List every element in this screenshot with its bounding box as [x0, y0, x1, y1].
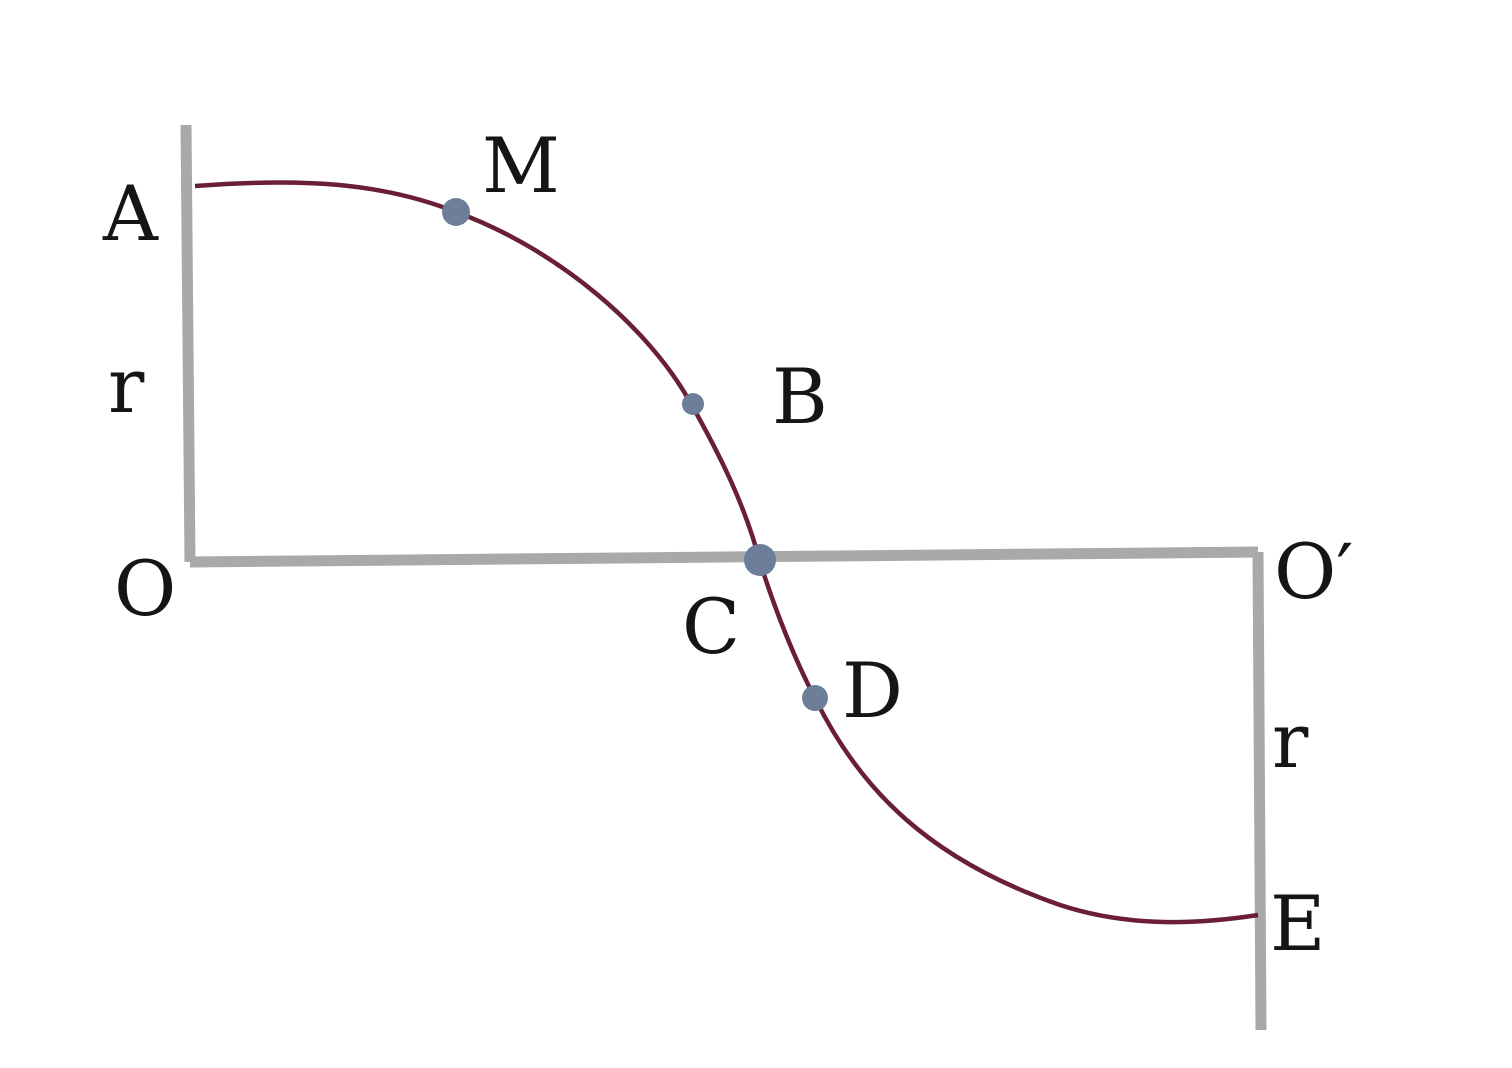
- label-o: O: [114, 544, 176, 633]
- point-c-dot: [744, 544, 776, 576]
- label-b: B: [772, 352, 828, 441]
- label-e: E: [1270, 879, 1325, 968]
- lower-arc-c-to-e: [757, 561, 1259, 925]
- horizontal-axis-o-to-o-prime: [189, 546, 1259, 568]
- right-vertical-axis: [1252, 551, 1267, 1031]
- point-b-dot: [682, 393, 704, 415]
- label-c: C: [682, 582, 740, 671]
- label-o-prime: O′: [1274, 527, 1354, 616]
- label-d: D: [842, 646, 903, 735]
- label-m: M: [482, 121, 560, 210]
- label-r-left: r: [108, 341, 145, 430]
- upper-arc-a-to-c: [194, 180, 763, 563]
- label-r-right: r: [1272, 696, 1309, 785]
- label-a: A: [102, 169, 159, 258]
- point-d-dot: [802, 685, 828, 711]
- point-m-dot: [442, 198, 470, 226]
- left-vertical-axis: [180, 124, 196, 563]
